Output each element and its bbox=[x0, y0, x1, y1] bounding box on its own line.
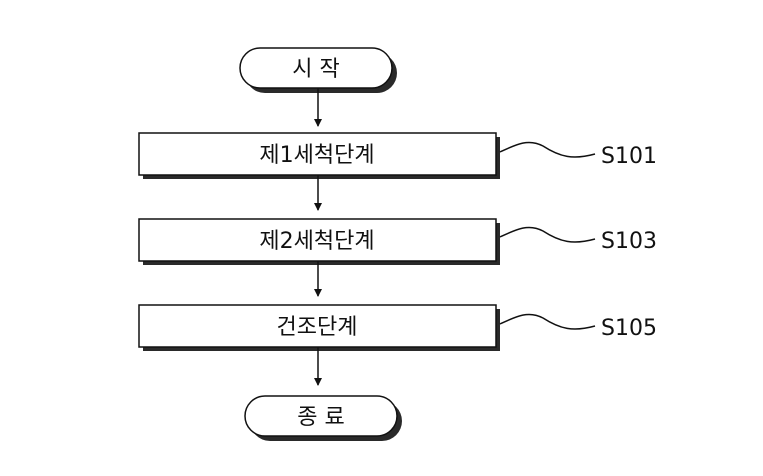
end-terminator: 종 료 bbox=[244, 395, 402, 441]
start-terminator: 시 작 bbox=[239, 47, 397, 93]
end-label: 종 료 bbox=[297, 405, 344, 430]
step-2-label: 제2세척단계 bbox=[259, 229, 374, 254]
step-1-label: 제1세척단계 bbox=[259, 143, 374, 168]
leader-line-1 bbox=[499, 141, 596, 158]
step-2-ref: S103 bbox=[601, 229, 657, 254]
step-1-ref: S101 bbox=[601, 144, 657, 169]
start-label: 시 작 bbox=[292, 57, 339, 82]
process-step-1: 제1세척단계 bbox=[138, 132, 500, 179]
leader-line-3 bbox=[499, 313, 596, 330]
process-step-2: 제2세척단계 bbox=[138, 218, 500, 265]
step-3-ref: S105 bbox=[601, 316, 657, 341]
process-step-3: 건조단계 bbox=[138, 304, 500, 351]
step-3-label: 건조단계 bbox=[277, 315, 358, 340]
leader-line-2 bbox=[499, 226, 596, 243]
